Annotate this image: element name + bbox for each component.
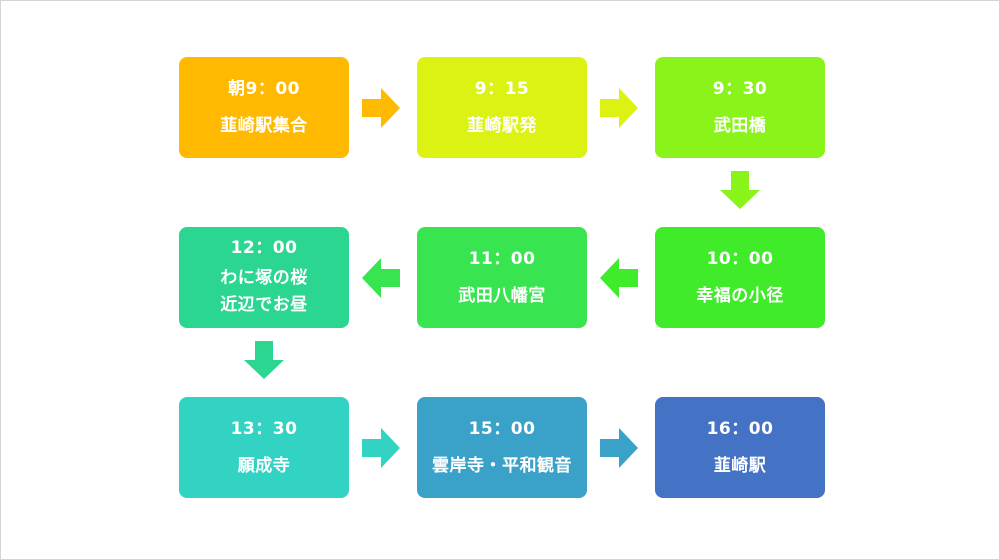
step-time: 朝9：00 — [228, 79, 300, 100]
step-time: 11：00 — [468, 249, 536, 270]
step-place: 武田八幡宮 — [458, 285, 546, 306]
step-place: 雲岸寺・平和観音 — [432, 455, 572, 476]
step-time: 9：30 — [712, 79, 768, 100]
arrow-down-icon — [244, 341, 284, 379]
step-place: 韮崎駅発 — [467, 115, 537, 136]
step-place: 武田橋 — [713, 115, 767, 136]
step-box-3: 9：30 武田橋 — [655, 57, 825, 158]
arrow-left-icon — [362, 258, 400, 298]
step-time: 10：00 — [706, 249, 774, 270]
step-place: 願成寺 — [237, 455, 291, 476]
step-time: 15：00 — [468, 419, 536, 440]
step-box-7: 13：30 願成寺 — [179, 397, 349, 498]
arrow-right-icon — [600, 88, 638, 128]
step-box-9: 16：00 韮崎駅 — [655, 397, 825, 498]
step-place: 幸福の小径 — [696, 285, 784, 306]
step-time: 12：00 — [230, 238, 298, 259]
step-box-2: 9：15 韮崎駅発 — [417, 57, 587, 158]
step-time: 9：15 — [474, 79, 530, 100]
arrow-down-icon — [720, 171, 760, 209]
step-place: 韮崎駅集合 — [220, 115, 308, 136]
step-box-4: 10：00 幸福の小径 — [655, 227, 825, 328]
step-time: 13：30 — [230, 419, 298, 440]
step-box-6: 12：00 わに塚の桜 近辺でお昼 — [179, 227, 349, 328]
arrow-right-icon — [600, 428, 638, 468]
step-box-1: 朝9：00 韮崎駅集合 — [179, 57, 349, 158]
arrow-left-icon — [600, 258, 638, 298]
arrow-right-icon — [362, 88, 400, 128]
step-box-5: 11：00 武田八幡宮 — [417, 227, 587, 328]
step-place: わに塚の桜 近辺でお昼 — [220, 268, 308, 315]
step-box-8: 15：00 雲岸寺・平和観音 — [417, 397, 587, 498]
step-place: 韮崎駅 — [713, 455, 767, 476]
arrow-right-icon — [362, 428, 400, 468]
step-time: 16：00 — [706, 419, 774, 440]
